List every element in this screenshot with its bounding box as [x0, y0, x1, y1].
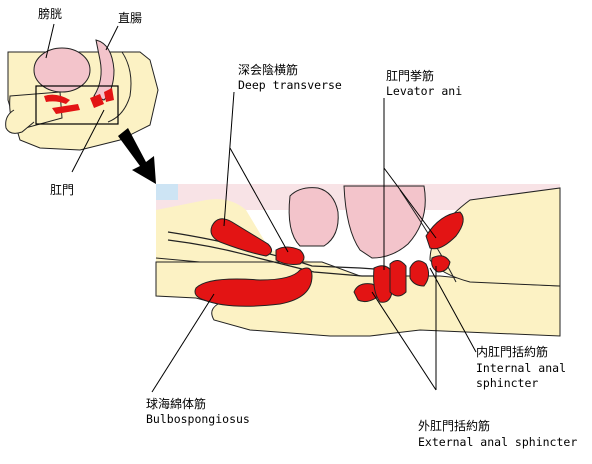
muscle-levator-ani [425, 211, 464, 250]
levator-ani-leader-2 [383, 167, 437, 239]
detail-highlight [156, 184, 178, 200]
overview-muscle-4 [104, 88, 114, 102]
bladder-label: 膀胱 [38, 7, 63, 21]
overview-bladder [33, 47, 91, 93]
overview-muscle-2 [52, 104, 80, 114]
anus-label: 肛門 [50, 183, 75, 197]
internal-sphincter-leader [429, 267, 477, 353]
internal-sphincter-en-label-2: sphincter [476, 376, 539, 390]
deep-transverse-en-label: Deep transverse [238, 78, 342, 92]
bulbospongiosus-leader [151, 293, 215, 393]
overview-zoom-box [35, 85, 119, 125]
internal-sphincter-en-label-1: Internal anal [476, 361, 567, 375]
overview-muscle-1 [44, 94, 70, 104]
overview-muscle-3 [90, 94, 104, 108]
overview-penis [5, 109, 35, 134]
overview-inset [5, 23, 159, 173]
detail-rectum [343, 185, 426, 259]
external-sphincter-en-label: External anal sphincter [418, 435, 578, 449]
bulbospongiosus-en-label: Bulbospongiosus [146, 412, 250, 426]
external-sphincter-leader-2 [371, 291, 437, 391]
muscle-deep-transverse-2 [275, 246, 305, 265]
deep-transverse-leader-2 [229, 147, 289, 253]
zoom-arrow [118, 128, 156, 184]
muscle-internal-sphincter [373, 265, 393, 303]
bulbospongiosus-jp-label: 球海綿体筋 [146, 397, 207, 411]
overview-sacrum [107, 51, 132, 123]
detail-view [155, 184, 561, 337]
levator-ani-jp-label: 肛門挙筋 [386, 69, 435, 83]
rectum-leader-line [105, 25, 119, 51]
bladder-leader-line [45, 23, 55, 59]
muscle-external-sphincter-right [409, 260, 430, 287]
external-sphincter-jp-label: 外肛門括約筋 [418, 419, 491, 433]
deep-transverse-jp-label: 深会陰横筋 [238, 63, 299, 77]
detail-perineum-line [155, 257, 201, 263]
levator-ani-en-label: Levator ani [386, 84, 463, 98]
detail-prostate [288, 187, 339, 247]
muscle-bulbospongiosus [194, 267, 313, 307]
rectum-label: 直腸 [118, 11, 143, 25]
leader-lines [151, 91, 477, 393]
anus-leader-line [71, 109, 105, 173]
muscle-levator-segment [389, 260, 407, 297]
deep-transverse-leader-1 [223, 91, 235, 227]
muscle-deep-transverse-1 [210, 218, 272, 257]
internal-sphincter-jp-label: 内肛門括約筋 [476, 345, 549, 359]
